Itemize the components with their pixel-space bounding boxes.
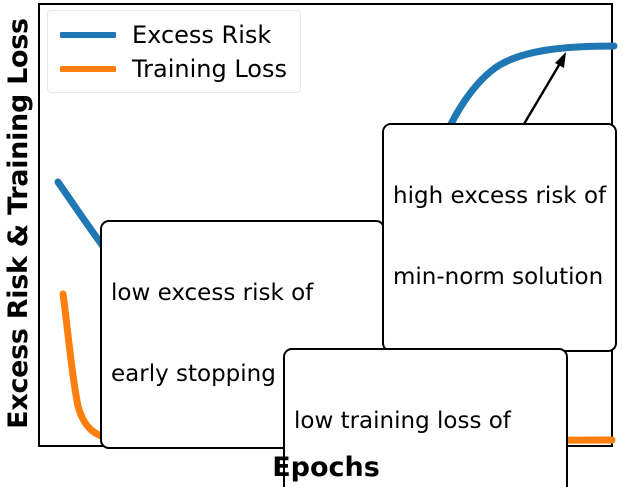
- x-axis-label: Epochs: [38, 452, 614, 483]
- legend-swatch-excess-risk: [60, 32, 116, 38]
- annotation-low-training-loss-line1: low training loss of: [294, 408, 511, 434]
- legend[interactable]: Excess Risk Training Loss: [47, 10, 301, 93]
- x-axis-label-text: Epochs: [272, 452, 380, 483]
- annotation-high-excess-risk: high excess risk of min-norm solution: [382, 123, 618, 352]
- legend-swatch-training-loss: [60, 66, 116, 72]
- y-axis-label: Excess Risk & Training Loss: [0, 0, 36, 447]
- legend-label-training-loss: Training Loss: [132, 55, 287, 83]
- legend-label-excess-risk: Excess Risk: [132, 21, 272, 49]
- annotation-low-excess-risk-line1: low excess risk of: [111, 280, 314, 306]
- annotation-high-excess-risk-line2: min-norm solution: [393, 264, 604, 290]
- y-axis-label-text: Excess Risk & Training Loss: [2, 18, 34, 429]
- legend-item-training-loss[interactable]: Training Loss: [60, 52, 290, 86]
- annotation-high-excess-risk-line1: high excess risk of: [393, 183, 607, 209]
- legend-item-excess-risk[interactable]: Excess Risk: [60, 18, 290, 52]
- annotation-low-training-loss: low training loss of early stopping solu…: [283, 348, 569, 487]
